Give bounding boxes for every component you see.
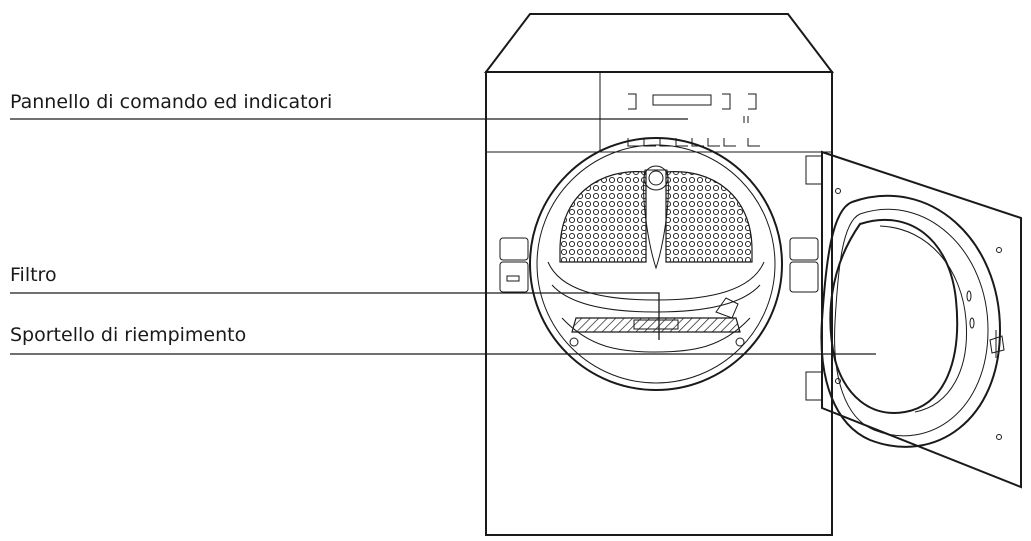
cabinet-top <box>483 13 835 73</box>
bezel-slot-2 <box>969 317 975 329</box>
opening-outer-ring <box>529 137 783 391</box>
hinge-block-upper <box>789 237 819 261</box>
drum-hub <box>643 165 669 191</box>
drum-interior <box>547 165 765 333</box>
door-hole-2 <box>996 247 1002 253</box>
door-bezel-outer <box>820 194 1002 448</box>
door-hole-4 <box>996 434 1002 440</box>
button-7 <box>723 138 736 147</box>
ring-screw-left <box>569 337 579 347</box>
indicator-tl-1 <box>628 93 637 102</box>
door-glass <box>829 218 959 414</box>
door-hole-1 <box>835 188 841 194</box>
indicator-tr-1 <box>722 93 731 102</box>
door-hole-3 <box>835 378 841 384</box>
open-door <box>820 150 1022 489</box>
filter-handle <box>633 319 679 330</box>
drum-opening <box>529 137 783 391</box>
indicator-tl-2 <box>628 102 637 110</box>
indicator-tr-4 <box>748 102 757 110</box>
control-panel <box>627 93 760 147</box>
label-filter: Filtro <box>10 264 57 286</box>
drum-rib <box>643 169 669 270</box>
left-latch <box>499 237 529 293</box>
drum-hub-inner <box>648 170 664 186</box>
drum-perforation-left <box>559 171 647 263</box>
button-6 <box>707 138 720 147</box>
indicator-tr-2 <box>722 102 731 110</box>
latch-lower <box>499 261 529 293</box>
hinge-block-lower <box>789 261 819 293</box>
drum-ring-1 <box>547 261 765 301</box>
door-latch-hook <box>989 335 1005 354</box>
opening-inner-ring <box>536 144 776 384</box>
right-hinge-blocks <box>789 155 823 401</box>
label-door: Sportello di riempimento <box>10 324 246 346</box>
hinge-bottom <box>805 371 823 401</box>
label-control-panel: Pannello di comando ed indicatori <box>10 91 332 113</box>
hinge-top <box>805 155 823 185</box>
latch-slot <box>506 275 520 282</box>
drum-ring-2 <box>551 284 761 313</box>
latch-upper <box>499 237 529 261</box>
drum-lifter <box>715 297 739 319</box>
button-8 <box>747 138 760 147</box>
door-seal <box>561 317 751 353</box>
ring-screw-right <box>735 337 745 347</box>
lint-filter <box>571 317 741 333</box>
indicator-tr-3 <box>748 93 757 102</box>
door-bezel-inner <box>834 208 989 437</box>
bezel-slot-1 <box>966 290 972 302</box>
button-4 <box>675 138 688 147</box>
drum-perforation-right <box>665 171 753 263</box>
display-window <box>652 94 712 106</box>
door-glass-rim <box>879 225 968 413</box>
